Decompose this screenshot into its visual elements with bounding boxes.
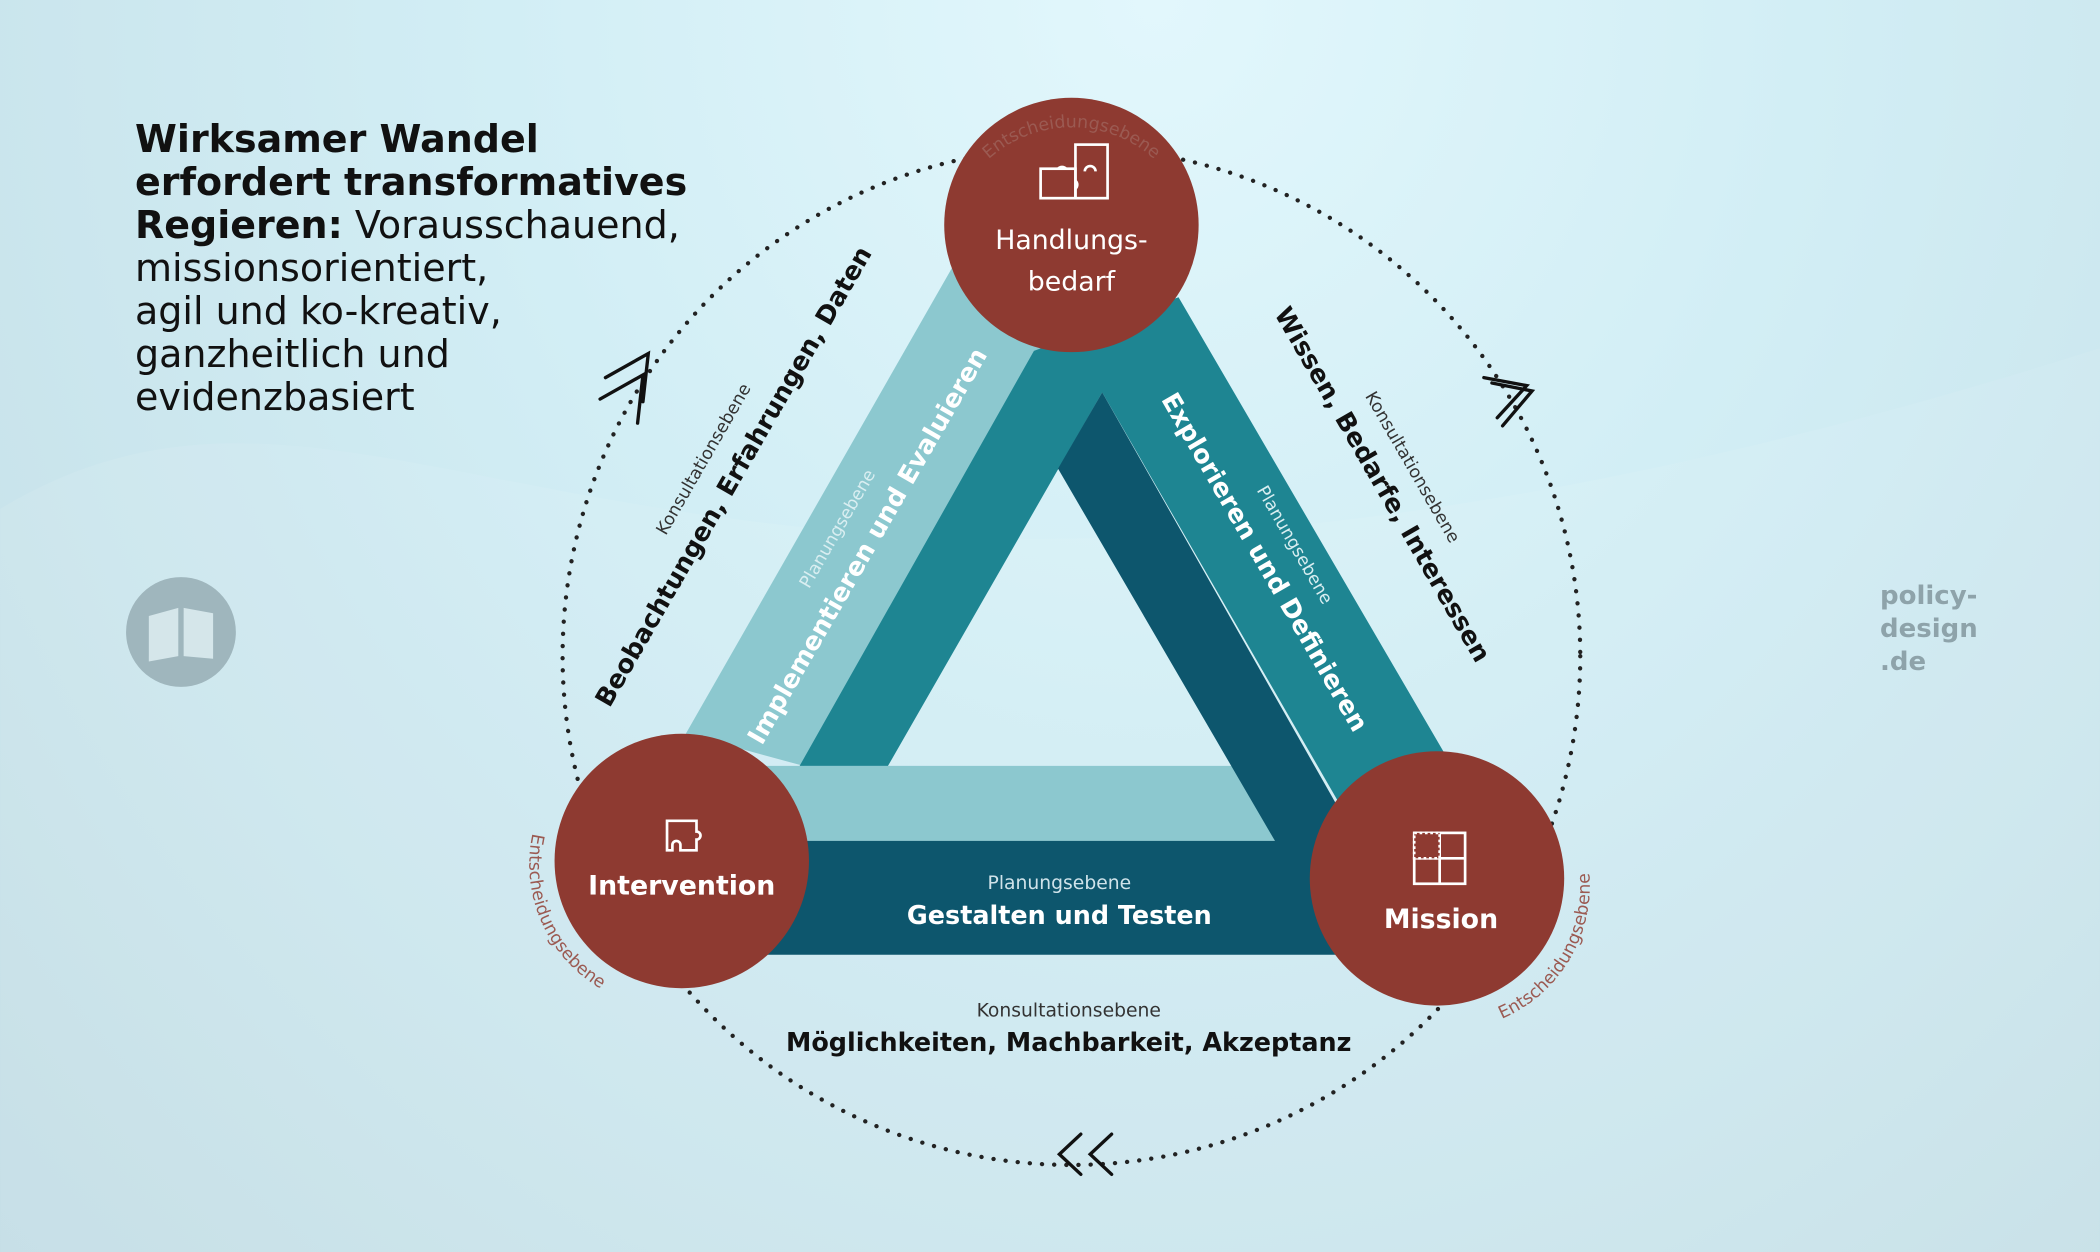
brand-line-2: design [1880, 614, 1978, 644]
brand-wordmark: policy- design .de [1880, 580, 1978, 679]
headline-bold-2: erfordert transformatives [135, 160, 688, 204]
node-top-line1: Handlungs- [995, 225, 1147, 256]
headline-line-5: agil und ko-kreativ, [135, 289, 502, 333]
headline-bold-3: Regieren: [135, 203, 343, 247]
headline: Wirksamer Wandel erfordert transformativ… [135, 118, 687, 419]
brand-line-3: .de [1880, 647, 1927, 677]
headline-line-4: missionsorientiert, [135, 246, 489, 290]
headline-rest-first: Vorausschauend, [342, 203, 680, 247]
node-top-line2: bedarf [1028, 267, 1116, 298]
puzzle-missing-piece-icon [1412, 831, 1467, 886]
node-handlungsbedarf: Handlungs- bedarf [944, 97, 1199, 353]
node-intervention: Intervention [554, 733, 809, 989]
headline-line-7: evidenzbasiert [135, 375, 415, 419]
bottom-consult-level: Konsultationsebene [977, 1000, 1161, 1021]
node-mission: Mission [1309, 751, 1565, 1006]
band-left-light [685, 265, 1052, 766]
bottom-plan-label: Gestalten und Testen [907, 900, 1212, 930]
node-right-label: Mission [1384, 904, 1498, 935]
band-bottom-dark [766, 392, 1342, 955]
band-bottom-light [750, 765, 1275, 841]
node-left-label: Intervention [588, 870, 775, 901]
puzzle-piece-icon [665, 819, 702, 852]
cycle-arrow-icon-right [1482, 375, 1536, 428]
brand-logo-icon [126, 577, 236, 687]
headline-line-6: ganzheitlich und [135, 332, 450, 376]
cycle-arrow-icon-bottom [1056, 1132, 1114, 1177]
band-right-mid [799, 297, 1447, 804]
brand-line-1: policy- [1880, 581, 1978, 611]
headline-bold-1: Wirksamer Wandel [135, 117, 539, 161]
bottom-consult-label: Möglichkeiten, Machbarkeit, Akzeptanz [786, 1027, 1351, 1057]
cycle-dotted-ring [560, 145, 1583, 1168]
puzzle-icon [1039, 143, 1109, 200]
bottom-plan-level: Planungsebene [988, 873, 1132, 894]
cycle-arrow-icon-left [598, 350, 651, 425]
